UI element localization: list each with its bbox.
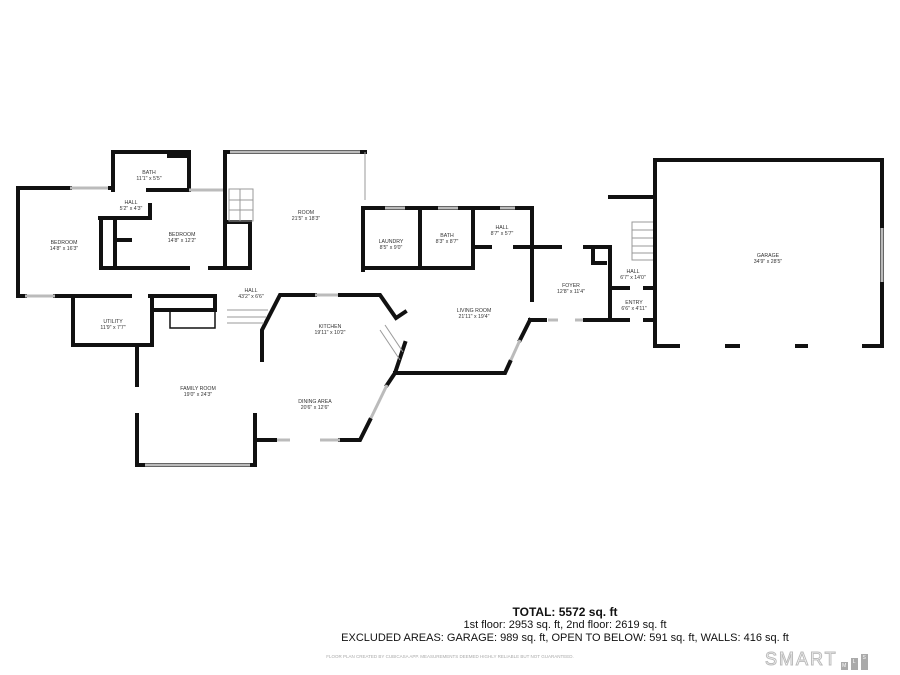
room-size: 11'1" x 5'5" xyxy=(136,176,161,182)
logo-l: L xyxy=(850,658,858,670)
room-name: FAMILY ROOM xyxy=(180,386,216,392)
room-name: KITCHEN xyxy=(319,324,342,330)
walls xyxy=(16,150,884,467)
staircase xyxy=(228,188,254,222)
room-size: 19'11" x 10'2" xyxy=(315,330,346,336)
room-size: 8'7" x 5'7" xyxy=(491,231,514,237)
room-name: GARAGE xyxy=(757,253,780,259)
room-size: 34'9" x 28'5" xyxy=(754,259,783,265)
staircase xyxy=(227,309,404,361)
room-name: BATH xyxy=(440,233,454,239)
room-name: BATH xyxy=(142,170,156,176)
room-size: 14'8" x 16'3" xyxy=(50,246,79,252)
staircase xyxy=(631,221,655,261)
logo-m: M xyxy=(840,662,848,670)
room-size: 20'6" x 12'6" xyxy=(301,405,330,411)
room-size: 21'5" x 18'3" xyxy=(292,216,321,222)
room-name: ROOM xyxy=(298,210,314,216)
room-name: DINING AREA xyxy=(298,399,332,405)
smart-mls-logo: SMART M L S xyxy=(765,649,868,670)
logo-text: SMART xyxy=(765,649,838,670)
room-name: LIVING ROOM xyxy=(457,308,492,314)
room-name: HALL xyxy=(496,225,509,231)
excluded-areas: EXCLUDED AREAS: GARAGE: 989 sq. ft, OPEN… xyxy=(341,632,789,644)
room-name: BEDROOM xyxy=(51,240,78,246)
room-size: 19'0" x 24'3" xyxy=(184,392,213,398)
room-name: HALL xyxy=(627,269,640,275)
room-name: UTILITY xyxy=(103,319,123,325)
room-size: 21'11" x 19'4" xyxy=(459,314,490,320)
logo-s: S xyxy=(860,654,868,670)
room-size: 6'6" x 4'11" xyxy=(621,306,646,312)
floor-areas: 1st floor: 2953 sq. ft, 2nd floor: 2619 … xyxy=(463,619,667,631)
room-size: 8'5" x 9'0" xyxy=(380,245,403,251)
room-size: 5'2" x 4'3" xyxy=(120,206,143,212)
fireplace xyxy=(169,309,216,329)
room-name: FOYER xyxy=(562,283,580,289)
room-name: HALL xyxy=(245,288,258,294)
room-name: ENTRY xyxy=(625,300,643,306)
room-name: LAUNDRY xyxy=(379,239,404,245)
room-name: HALL xyxy=(125,200,138,206)
room-size: 8'3" x 8'7" xyxy=(436,239,459,245)
total-area: TOTAL: 5572 sq. ft xyxy=(512,605,618,619)
room-size: 6'7" x 14'0" xyxy=(620,275,646,281)
disclaimer: FLOOR PLAN CREATED BY CUBICASA APP. MEAS… xyxy=(326,654,574,659)
room-size: 43'2" x 6'6" xyxy=(238,294,264,300)
room-size: 14'8" x 12'2" xyxy=(168,238,197,244)
room-name: BEDROOM xyxy=(169,232,196,238)
room-size: 11'9" x 7'7" xyxy=(100,325,125,331)
room-size: 12'8" x 11'4" xyxy=(557,289,585,295)
fixture xyxy=(167,152,189,158)
